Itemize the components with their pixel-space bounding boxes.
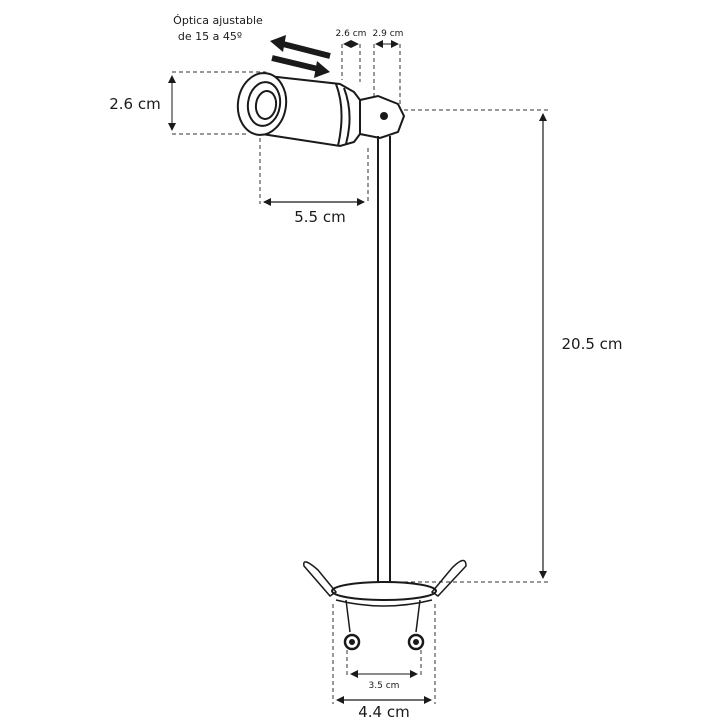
stem-height-dimension: 20.5 cm [404, 109, 623, 583]
stem-height-label: 20.5 cm [561, 335, 622, 353]
optic-note-line2: de 15 a 45º [178, 30, 242, 43]
head-length-label: 5.5 cm [294, 208, 345, 226]
top-gap-a-label: 2.6 cm [336, 29, 367, 39]
optic-note-line1: Óptica ajustable [173, 14, 263, 27]
stem [377, 136, 391, 590]
base-inner-label: 3.5 cm [369, 681, 400, 691]
adjust-arrows-icon [270, 35, 331, 78]
top-gap-dimensions: 2.6 cm 2.9 cm [336, 29, 404, 108]
head-diameter-label: 2.6 cm [109, 95, 160, 113]
top-gap-b-label: 2.9 cm [373, 29, 404, 39]
lamp-head [236, 72, 406, 148]
head-diameter-dimension: 2.6 cm [109, 71, 266, 135]
head-length-dimension: 5.5 cm [259, 138, 369, 226]
base-outer-label: 4.4 cm [358, 703, 409, 720]
base-clips [303, 559, 467, 651]
base-dimensions: 3.5 cm 4.4 cm [332, 604, 436, 720]
